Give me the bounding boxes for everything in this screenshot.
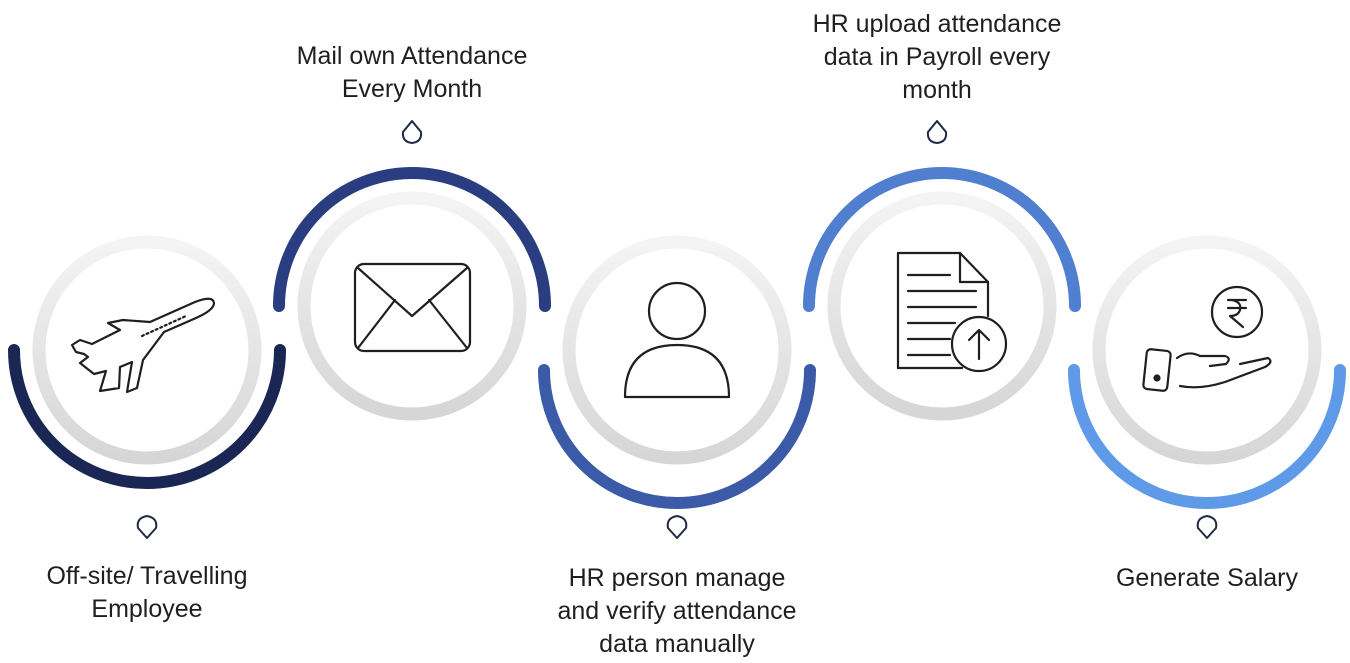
step-4-arc [803, 167, 1081, 312]
envelope-icon [353, 262, 472, 353]
step-5-marker-icon [1196, 515, 1218, 539]
salary-hand-rupee-icon [1142, 285, 1272, 392]
step-3-marker-icon [666, 515, 688, 539]
airplane-icon [70, 297, 216, 394]
step-2-arc [273, 167, 551, 312]
step-2-ring [297, 191, 527, 421]
step-4-label: HR upload attendance data in Payroll eve… [812, 10, 1062, 104]
step-2-marker-icon [401, 120, 423, 144]
step-5-arc [1068, 364, 1346, 509]
document-upload-icon [896, 251, 1008, 373]
step-3-node [538, 235, 816, 509]
step-5-label: Generate Salary [1115, 564, 1299, 592]
user-icon [623, 281, 731, 399]
step-3-arc [538, 364, 816, 509]
step-1-label: Off-site/ Travelling Employee [46, 562, 248, 623]
step-5-node [1068, 235, 1346, 509]
step-2-label: Mail own Attendance Every Month [296, 42, 528, 103]
step-5-ring [1092, 235, 1322, 465]
step-3-label: HR person manage and verify attendance d… [557, 564, 797, 658]
step-4-ring [827, 191, 1057, 421]
step-3-ring [562, 235, 792, 465]
step-2-node [273, 167, 551, 421]
step-1-marker-icon [136, 515, 158, 539]
step-4-marker-icon [926, 120, 948, 144]
step-1-arc [8, 344, 286, 489]
step-1-node [8, 235, 286, 489]
step-1-ring [32, 235, 262, 465]
step-4-node [803, 167, 1081, 421]
